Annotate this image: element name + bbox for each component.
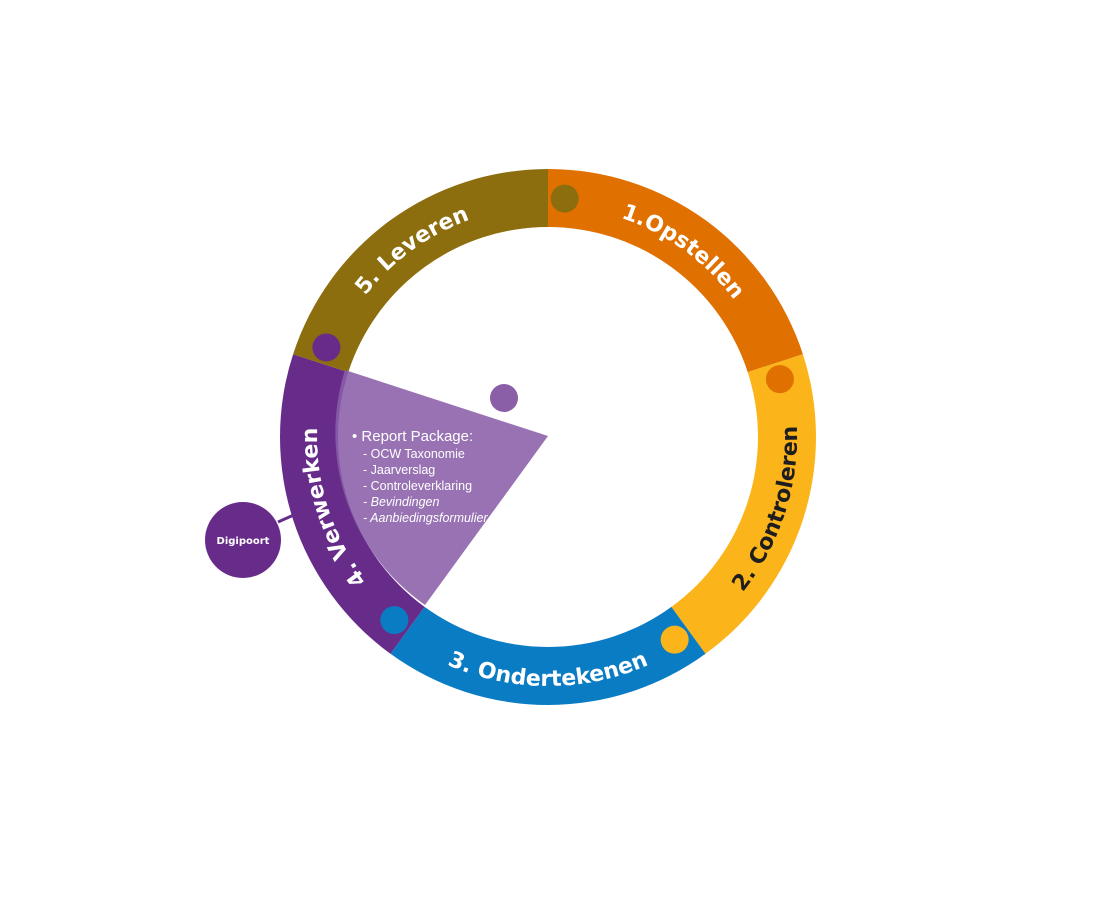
puzzle-tab xyxy=(765,365,794,394)
wedge-puzzle-tab xyxy=(490,384,518,412)
puzzle-tab xyxy=(660,625,689,654)
segment-opstellen[interactable] xyxy=(548,169,803,373)
process-ring xyxy=(280,169,816,705)
puzzle-tab xyxy=(380,606,409,635)
package-item: - Controleverklaring xyxy=(363,479,472,493)
puzzle-tab xyxy=(312,333,341,362)
package-item: - Bevindingen xyxy=(363,495,439,509)
segment-leveren[interactable] xyxy=(293,169,548,373)
segment-ondertekenen[interactable] xyxy=(390,606,706,705)
package-item: - Jaarverslag xyxy=(363,463,435,477)
segment-verwerken[interactable] xyxy=(280,354,425,654)
report-package-wedge xyxy=(335,370,548,605)
digipoort-node[interactable] xyxy=(205,502,281,578)
report-package-list: • Report Package: - OCW Taxonomie - Jaar… xyxy=(352,428,488,525)
puzzle-tabs xyxy=(312,184,794,654)
puzzle-tab xyxy=(550,184,579,213)
package-title: • Report Package: xyxy=(352,428,473,445)
package-item: - Aanbiedingsformulier xyxy=(363,511,488,525)
digipoort-connector xyxy=(277,512,297,524)
digipoort-label: Digipoort xyxy=(217,536,270,547)
package-item: - OCW Taxonomie xyxy=(363,447,465,461)
segment-controleren[interactable] xyxy=(671,354,816,654)
